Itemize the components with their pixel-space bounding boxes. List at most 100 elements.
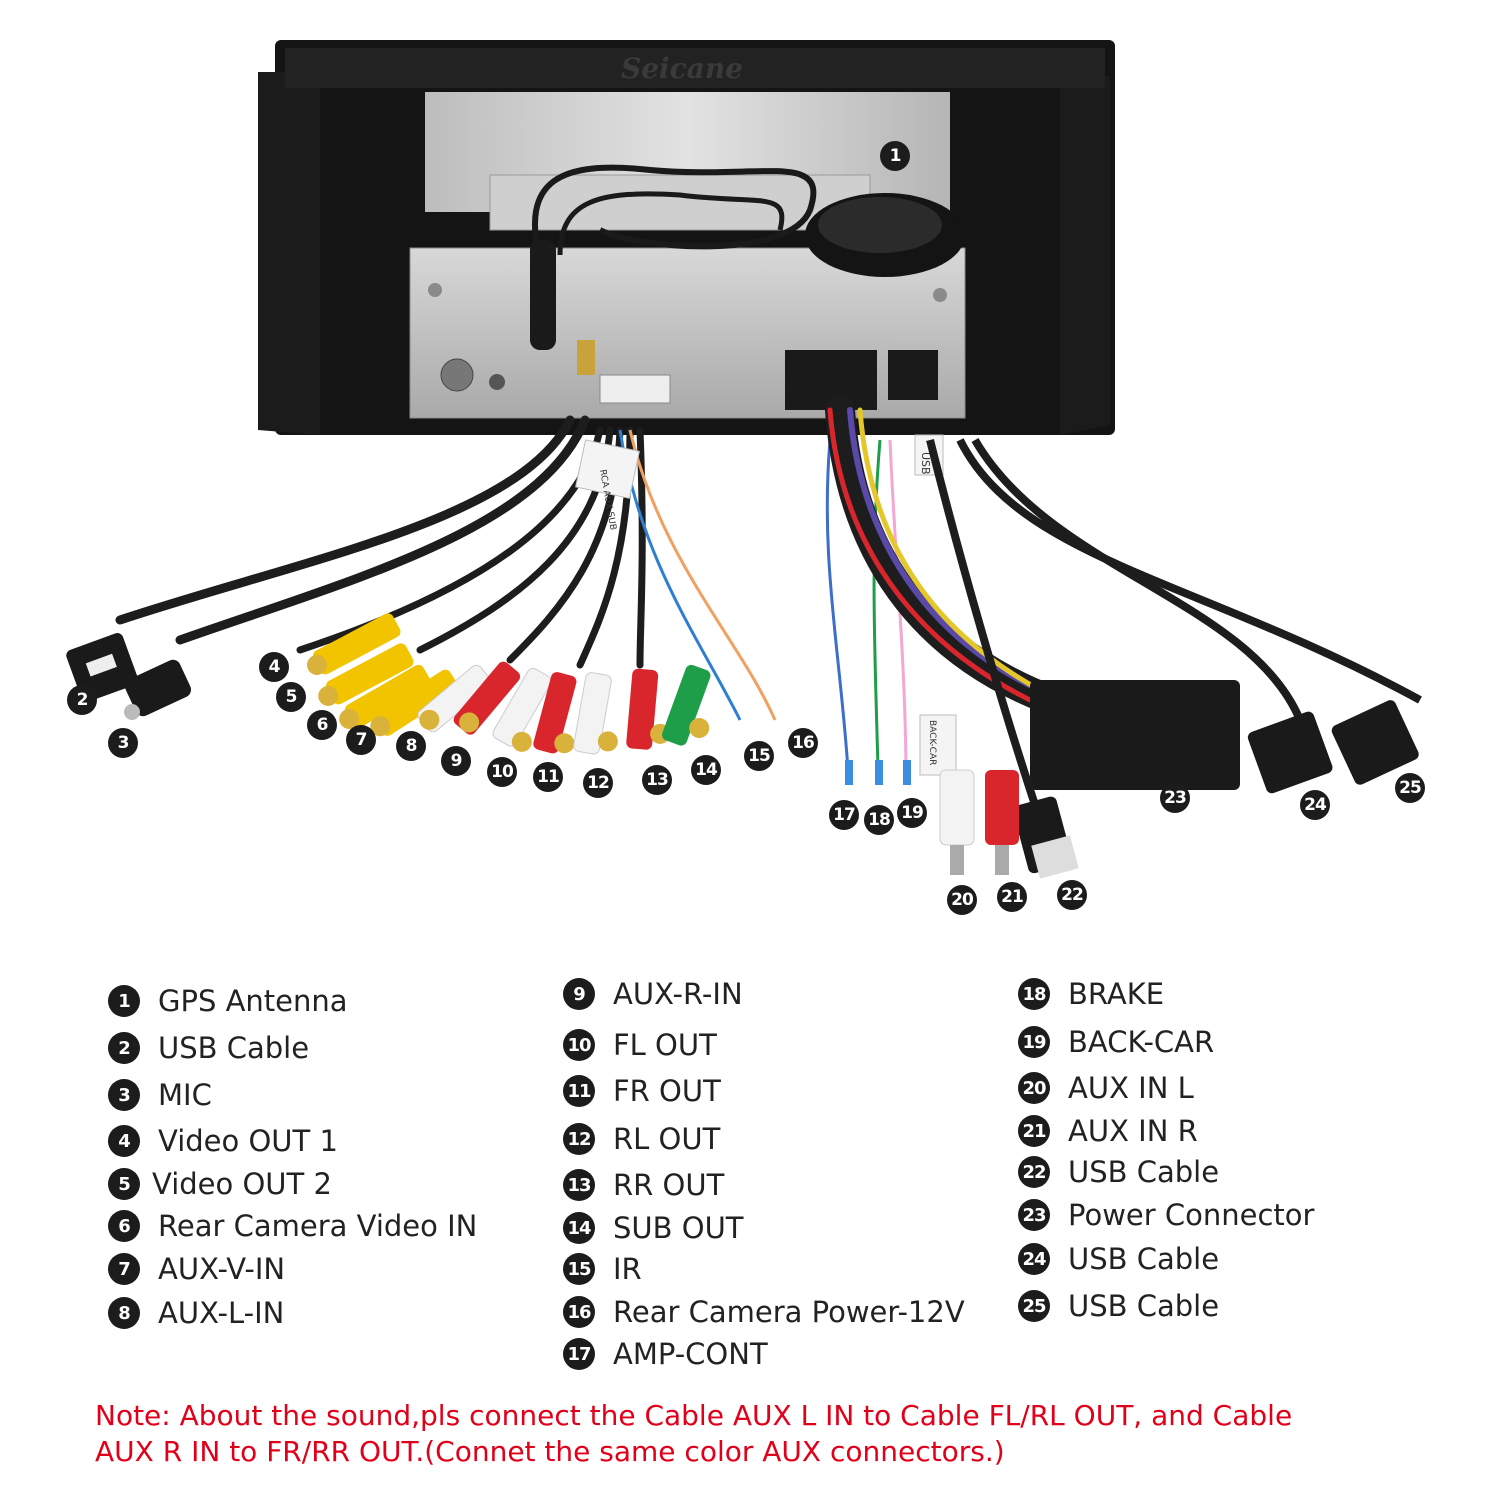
legend-number: 2 [108, 1032, 140, 1064]
photo-badge-23: 23 [1160, 783, 1190, 813]
legend-number: 17 [563, 1338, 595, 1370]
legend-number: 18 [1018, 978, 1050, 1010]
photo-badge-7: 7 [346, 725, 376, 755]
legend-number: 13 [563, 1169, 595, 1201]
legend-number: 22 [1018, 1156, 1050, 1188]
legend-label: Video OUT 2 [152, 1167, 332, 1201]
brake-wire [872, 439, 882, 771]
legend-label: Rear Camera Power-12V [613, 1295, 965, 1329]
legend-number: 4 [108, 1125, 140, 1157]
photo-badge-24: 24 [1300, 790, 1330, 820]
photo-badge-18: 18 [864, 805, 894, 835]
legend-item-6: 6 Rear Camera Video IN [108, 1209, 477, 1243]
legend-label: Rear Camera Video IN [158, 1209, 478, 1243]
photo-badge-14: 14 [691, 755, 721, 785]
amp-cont-wire [825, 439, 850, 771]
photo-badge-20: 20 [947, 885, 977, 915]
legend-label: AUX-V-IN [158, 1252, 286, 1286]
legend-label: AUX-L-IN [158, 1296, 285, 1330]
legend-item-13: 13 RR OUT [563, 1168, 724, 1202]
note-line-1: Note: About the sound,pls connect the Ca… [95, 1399, 1293, 1432]
legend-label: AUX IN L [1068, 1071, 1194, 1105]
legend-item-15: 15 IR [563, 1252, 642, 1286]
legend-item-25: 25 USB Cable [1018, 1289, 1219, 1323]
legend-number: 9 [563, 978, 595, 1010]
legend-label: BACK-CAR [1068, 1025, 1215, 1059]
legend-number: 10 [563, 1029, 595, 1061]
legend-number: 1 [108, 985, 140, 1017]
legend-number: 21 [1018, 1115, 1050, 1147]
legend-item-22: 22 USB Cable [1018, 1155, 1219, 1189]
head-unit-photo: Seicane RCA AUX SUB USB BACK-CAR [66, 40, 1422, 879]
gps-antenna [532, 164, 965, 277]
power-connector-23 [1030, 680, 1240, 790]
power-harness [825, 395, 1065, 715]
photo-badge-5: 5 [276, 682, 306, 712]
legend-number: 11 [563, 1075, 595, 1107]
backcar-label-text: BACK-CAR [927, 720, 937, 765]
legend-item-17: 17 AMP-CONT [563, 1337, 768, 1371]
usb-cable-24 [1247, 711, 1333, 794]
backcar-label-sticker [919, 714, 957, 776]
photo-badge-10: 10 [487, 757, 517, 787]
rca-harness-plug [599, 374, 671, 404]
legend-label: GPS Antenna [158, 984, 348, 1018]
legend-number: 15 [563, 1253, 595, 1285]
legend-number: 24 [1018, 1243, 1050, 1275]
legend-label: USB Cable [1068, 1289, 1220, 1323]
photo-badge-11: 11 [533, 762, 563, 792]
legend-label: USB Cable [1068, 1155, 1220, 1189]
aux-in-r [985, 770, 1019, 845]
legend-label: AMP-CONT [613, 1337, 768, 1371]
legend-item-1: 1 GPS Antenna [108, 984, 348, 1018]
legend-number: 23 [1018, 1199, 1050, 1231]
legend-label: IR [613, 1252, 642, 1286]
legend-item-2: 2 USB Cable [108, 1031, 309, 1065]
legend-item-9: 9 AUX-R-IN [563, 977, 743, 1011]
rca-label-sticker [575, 439, 640, 499]
legend-item-4: 4 Video OUT 1 [108, 1124, 338, 1158]
antenna-connector [577, 340, 595, 375]
legend-item-8: 8 AUX-L-IN [108, 1296, 284, 1330]
legend-item-20: 20 AUX IN L [1018, 1071, 1194, 1105]
legend-number: 6 [108, 1210, 140, 1242]
photo-badge-16: 16 [788, 728, 818, 758]
legend-label: RR OUT [613, 1168, 725, 1202]
legend-label: FL OUT [613, 1028, 717, 1062]
legend-number: 7 [108, 1253, 140, 1285]
legend-number: 19 [1018, 1026, 1050, 1058]
photo-badge-21: 21 [997, 882, 1027, 912]
usb-cable-25 [1331, 700, 1419, 785]
photo-badge-22: 22 [1057, 880, 1087, 910]
legend-number: 3 [108, 1079, 140, 1111]
legend-item-10: 10 FL OUT [563, 1028, 717, 1062]
legend-label: AUX-R-IN [613, 977, 743, 1011]
photo-badge-19: 19 [897, 798, 927, 828]
photo-badge-25: 25 [1395, 773, 1425, 803]
photo-badge-13: 13 [642, 765, 672, 795]
legend-label: SUB OUT [613, 1211, 744, 1245]
usb-label-text: USB [919, 452, 932, 475]
legend-label: Video OUT 1 [158, 1124, 338, 1158]
legend-number: 12 [563, 1123, 595, 1155]
legend-item-21: 21 AUX IN R [1018, 1114, 1198, 1148]
photo-badge-8: 8 [396, 731, 426, 761]
legend-number: 25 [1018, 1290, 1050, 1322]
legend-number: 20 [1018, 1072, 1050, 1104]
legend-label: Power Connector [1068, 1198, 1315, 1232]
legend-item-23: 23 Power Connector [1018, 1198, 1314, 1232]
legend-label: AUX IN R [1068, 1114, 1198, 1148]
legend-number: 14 [563, 1212, 595, 1244]
photo-badge-1: 1 [880, 141, 910, 171]
photo-badge-3: 3 [108, 728, 138, 758]
wifi-antenna [530, 240, 556, 350]
brand-logo: Seicane [621, 52, 743, 85]
legend-number: 8 [108, 1297, 140, 1329]
legend-label: USB Cable [158, 1031, 310, 1065]
